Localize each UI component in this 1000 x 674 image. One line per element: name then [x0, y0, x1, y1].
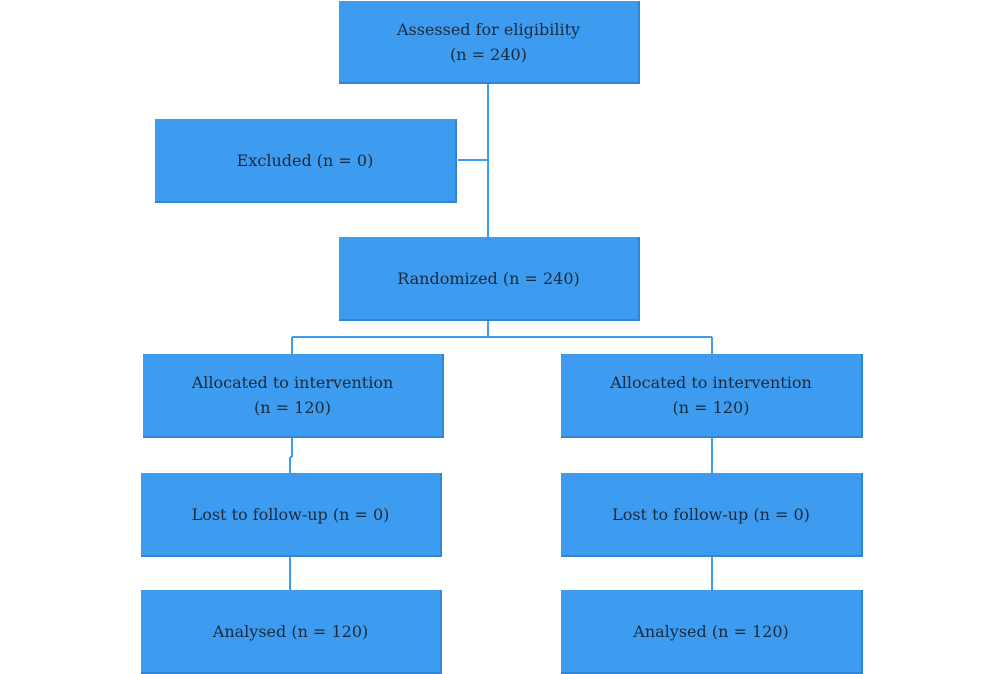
right-allocated-label: Allocated to intervention — [610, 373, 812, 392]
left-analysed-box: Analysed (n = 120) — [141, 590, 442, 674]
left-lost-box: Lost to follow-up (n = 0) — [141, 473, 442, 557]
left-lost-label: Lost to follow-up (n = 0) — [191, 504, 390, 524]
right-analysed-label: Analysed (n = 120) — [633, 621, 789, 641]
left-allocated-label: Allocated to intervention — [191, 373, 394, 392]
left-allocated-count: (n = 120) — [254, 398, 331, 417]
left-allocated-box: Allocated to intervention (n = 120) — [143, 354, 444, 438]
right-lost-box: Lost to follow-up (n = 0) — [561, 473, 863, 557]
randomized-box: Randomized (n = 240) — [339, 237, 640, 321]
excluded-box: Excluded (n = 0) — [155, 119, 457, 203]
assessed-count: (n = 240) — [450, 44, 527, 64]
right-lost-label: Lost to follow-up (n = 0) — [612, 504, 810, 524]
right-analysed-box: Analysed (n = 120) — [561, 590, 863, 674]
left-analysed-label: Analysed (n = 120) — [212, 621, 369, 641]
right-allocated-box: Allocated to intervention (n = 120) — [561, 354, 863, 438]
right-allocated-count: (n = 120) — [672, 398, 750, 417]
assessed-box: Assessed for eligibility (n = 240) — [339, 1, 640, 84]
excluded-label: Excluded (n = 0) — [236, 150, 374, 170]
randomized-label: Randomized (n = 240) — [397, 268, 580, 288]
assessed-label: Assessed for eligibility — [396, 19, 581, 39]
